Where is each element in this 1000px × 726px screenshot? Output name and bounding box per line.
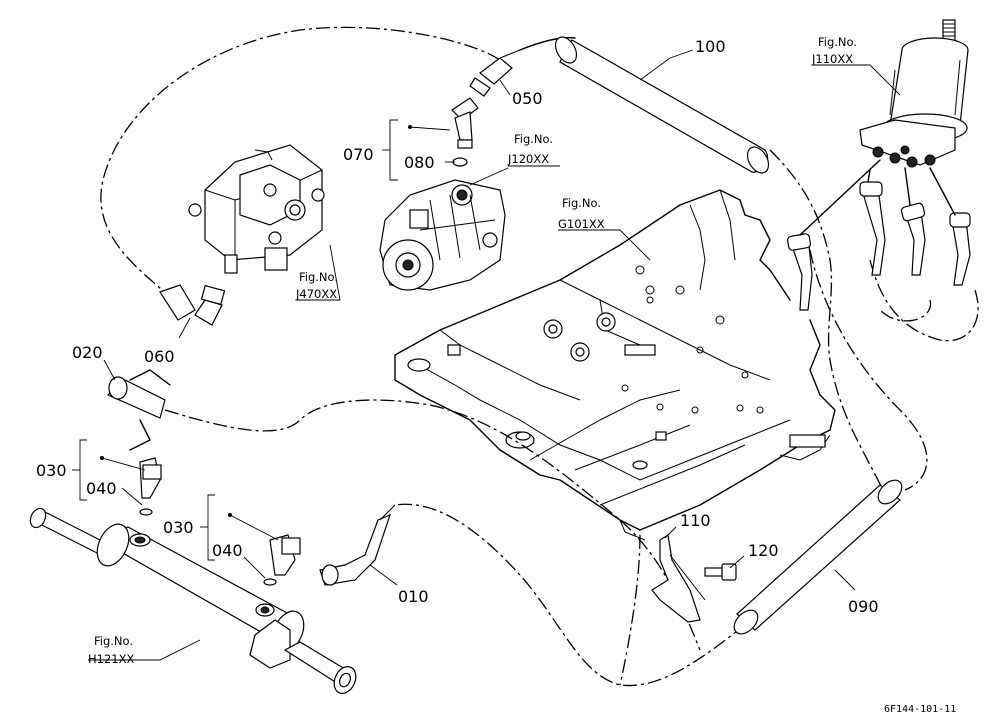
drawing-code: 6F144-101-11	[884, 704, 956, 715]
frame-icon	[394, 189, 836, 541]
callout-100: 100	[695, 37, 726, 56]
callout-060: 060	[144, 347, 175, 366]
fitting-070	[451, 97, 479, 149]
callout-010: 010	[398, 587, 429, 606]
group-bracket-030b	[207, 494, 215, 561]
callout-040a: 040	[86, 479, 117, 498]
elbow-fitting-030b	[263, 534, 301, 586]
callout-090: 090	[848, 597, 879, 616]
ref-j470-code: J470XX	[295, 287, 337, 301]
callout-050: 050	[512, 89, 543, 108]
callout-030b: 030	[163, 518, 194, 537]
power-cylinder-icon	[29, 507, 357, 694]
o-ring-040b	[263, 578, 277, 586]
ref-h121-label: Fig.No.	[94, 634, 133, 648]
callout-020: 020	[72, 343, 103, 362]
elbow-fitting-030a	[139, 457, 162, 516]
callout-040b: 040	[212, 541, 243, 560]
bracket-110	[651, 534, 706, 623]
callout-110: 110	[680, 511, 711, 530]
ref-j110-code: J110XX	[811, 52, 853, 66]
fitting-060	[159, 284, 226, 326]
o-ring-080	[452, 157, 468, 167]
group-bracket-070	[389, 119, 398, 181]
hydraulic-pump-icon	[379, 179, 506, 291]
steering-unit-icon	[859, 19, 969, 168]
fitting-020	[106, 369, 171, 451]
ref-g101-label: Fig.No.	[562, 196, 601, 210]
ref-j120-code: J120XX	[507, 152, 549, 166]
callout-030a: 030	[36, 461, 67, 480]
valve-block-icon	[188, 144, 325, 274]
fitting-050	[469, 49, 521, 97]
ref-j110-label: Fig.No.	[818, 35, 857, 49]
callout-080: 080	[404, 153, 435, 172]
ref-h121-code: H121XX	[88, 652, 134, 666]
hose-sleeve-090	[733, 479, 903, 635]
o-ring-040a	[139, 508, 153, 516]
hose-010	[319, 504, 396, 586]
ref-j470-label: Fig.No.	[299, 270, 338, 284]
bolt-120	[704, 563, 737, 581]
callout-070: 070	[343, 145, 374, 164]
ref-g101-code: G101XX	[558, 217, 605, 231]
callout-120: 120	[748, 541, 779, 560]
ref-j120-label: Fig.No.	[514, 132, 553, 146]
hose-sleeve-100	[554, 36, 770, 174]
